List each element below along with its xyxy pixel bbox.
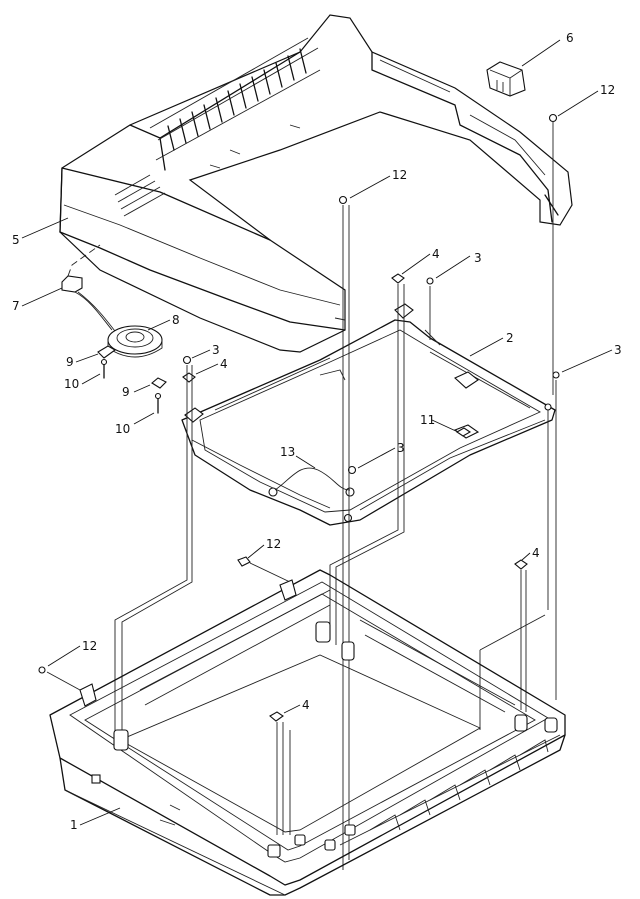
leader-lines [21,39,613,826]
callout-4: 4 [532,546,540,560]
shield-frame [181,303,556,526]
callout-6: 6 [566,31,574,45]
callout-4: 4 [302,698,310,712]
callout-3: 3 [474,251,482,265]
callout-3: 3 [212,343,220,357]
callout-3: 3 [397,441,405,455]
top-cover [59,14,573,353]
vent-grille [149,37,321,161]
callout-13: 13 [280,445,295,459]
callout-12: 12 [266,537,281,551]
callout-7: 7 [12,299,20,313]
callout-3: 3 [614,343,622,357]
base-tray [49,569,566,896]
callout-12: 12 [392,168,407,182]
callout-10: 10 [64,377,79,391]
callout-12: 12 [600,83,615,97]
callout-12: 12 [82,639,97,653]
callout-1: 1 [70,818,78,832]
callout-5: 5 [12,233,20,247]
screws [38,113,560,722]
callout-4: 4 [432,247,440,261]
callout-4: 4 [220,357,228,371]
callout-8: 8 [172,313,180,327]
callout-9: 9 [66,355,74,369]
callout-9: 9 [122,385,130,399]
speaker-assembly [61,244,167,414]
alignment-lines [46,122,557,870]
callout-10: 10 [115,422,130,436]
callout-labels: 1 2 3 3 3 3 4 4 4 4 5 6 7 8 9 9 10 10 11… [12,31,622,832]
clip-part-6 [486,61,526,97]
callout-11: 11 [420,413,435,427]
callout-2: 2 [506,331,514,345]
